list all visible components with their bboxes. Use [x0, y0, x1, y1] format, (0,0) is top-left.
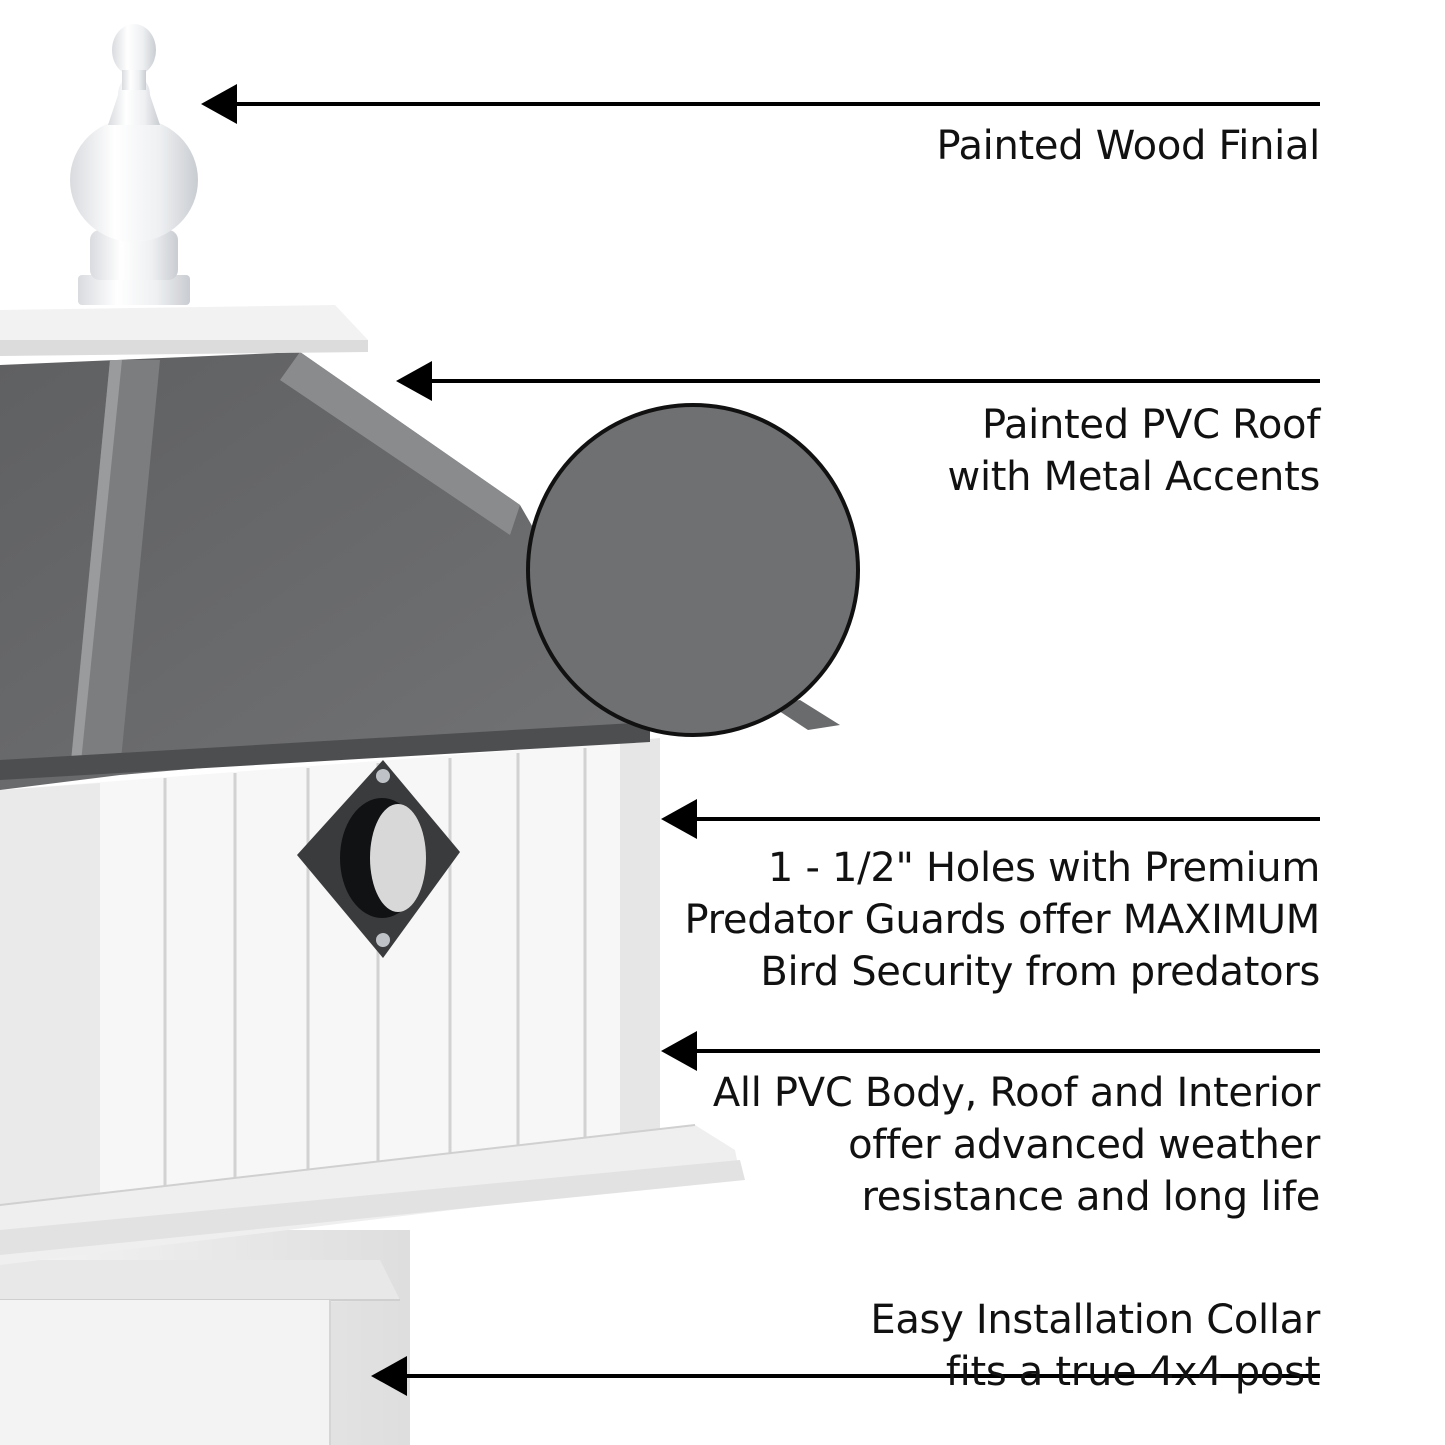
roof-color-swatch — [526, 403, 860, 737]
roof — [0, 352, 840, 790]
callout-line: with Metal Accents — [947, 454, 1321, 500]
callout-body: All PVC Body, Roof and Interior offer ad… — [713, 1067, 1320, 1223]
callout-roof: Painted PVC Roof with Metal Accents — [947, 399, 1321, 503]
callout-arrow-finial — [201, 84, 1320, 124]
callout-line: Bird Security from predators — [760, 949, 1320, 995]
callout-line: Painted PVC Roof — [981, 402, 1320, 448]
callout-collar: Easy Installation Collar fits a true 4x4… — [870, 1294, 1320, 1398]
arrowhead-icon — [396, 361, 432, 401]
callout-line: fits a true 4x4 post — [945, 1349, 1320, 1395]
callout-line: resistance and long life — [861, 1174, 1320, 1220]
callout-line: 1 - 1/2" Holes with Premium — [767, 845, 1320, 891]
callout-line: Predator Guards offer MAXIMUM — [684, 897, 1321, 943]
callout-arrow-holes — [661, 799, 1320, 839]
callout-line: offer advanced weather — [848, 1122, 1320, 1168]
callout-finial: Painted Wood Finial — [936, 120, 1320, 172]
callout-line: Painted Wood Finial — [936, 123, 1320, 169]
callout-arrow-roof — [396, 361, 1320, 401]
callout-line: All PVC Body, Roof and Interior — [712, 1070, 1320, 1116]
callout-arrow-collar — [371, 1356, 1320, 1396]
callout-line: Easy Installation Collar — [870, 1297, 1320, 1343]
birdhouse-body — [0, 738, 745, 1265]
roof-top-cap — [0, 305, 368, 356]
arrowhead-icon — [661, 799, 697, 839]
entrance-hole-with-predator-guard — [297, 760, 460, 958]
arrowhead-icon — [371, 1356, 407, 1396]
installation-collar — [0, 1230, 410, 1445]
finial — [70, 24, 198, 305]
callout-arrow-body — [661, 1031, 1320, 1071]
arrowhead-icon — [661, 1031, 697, 1071]
callout-holes: 1 - 1/2" Holes with Premium Predator Gua… — [684, 842, 1321, 998]
arrowhead-icon — [201, 84, 237, 124]
